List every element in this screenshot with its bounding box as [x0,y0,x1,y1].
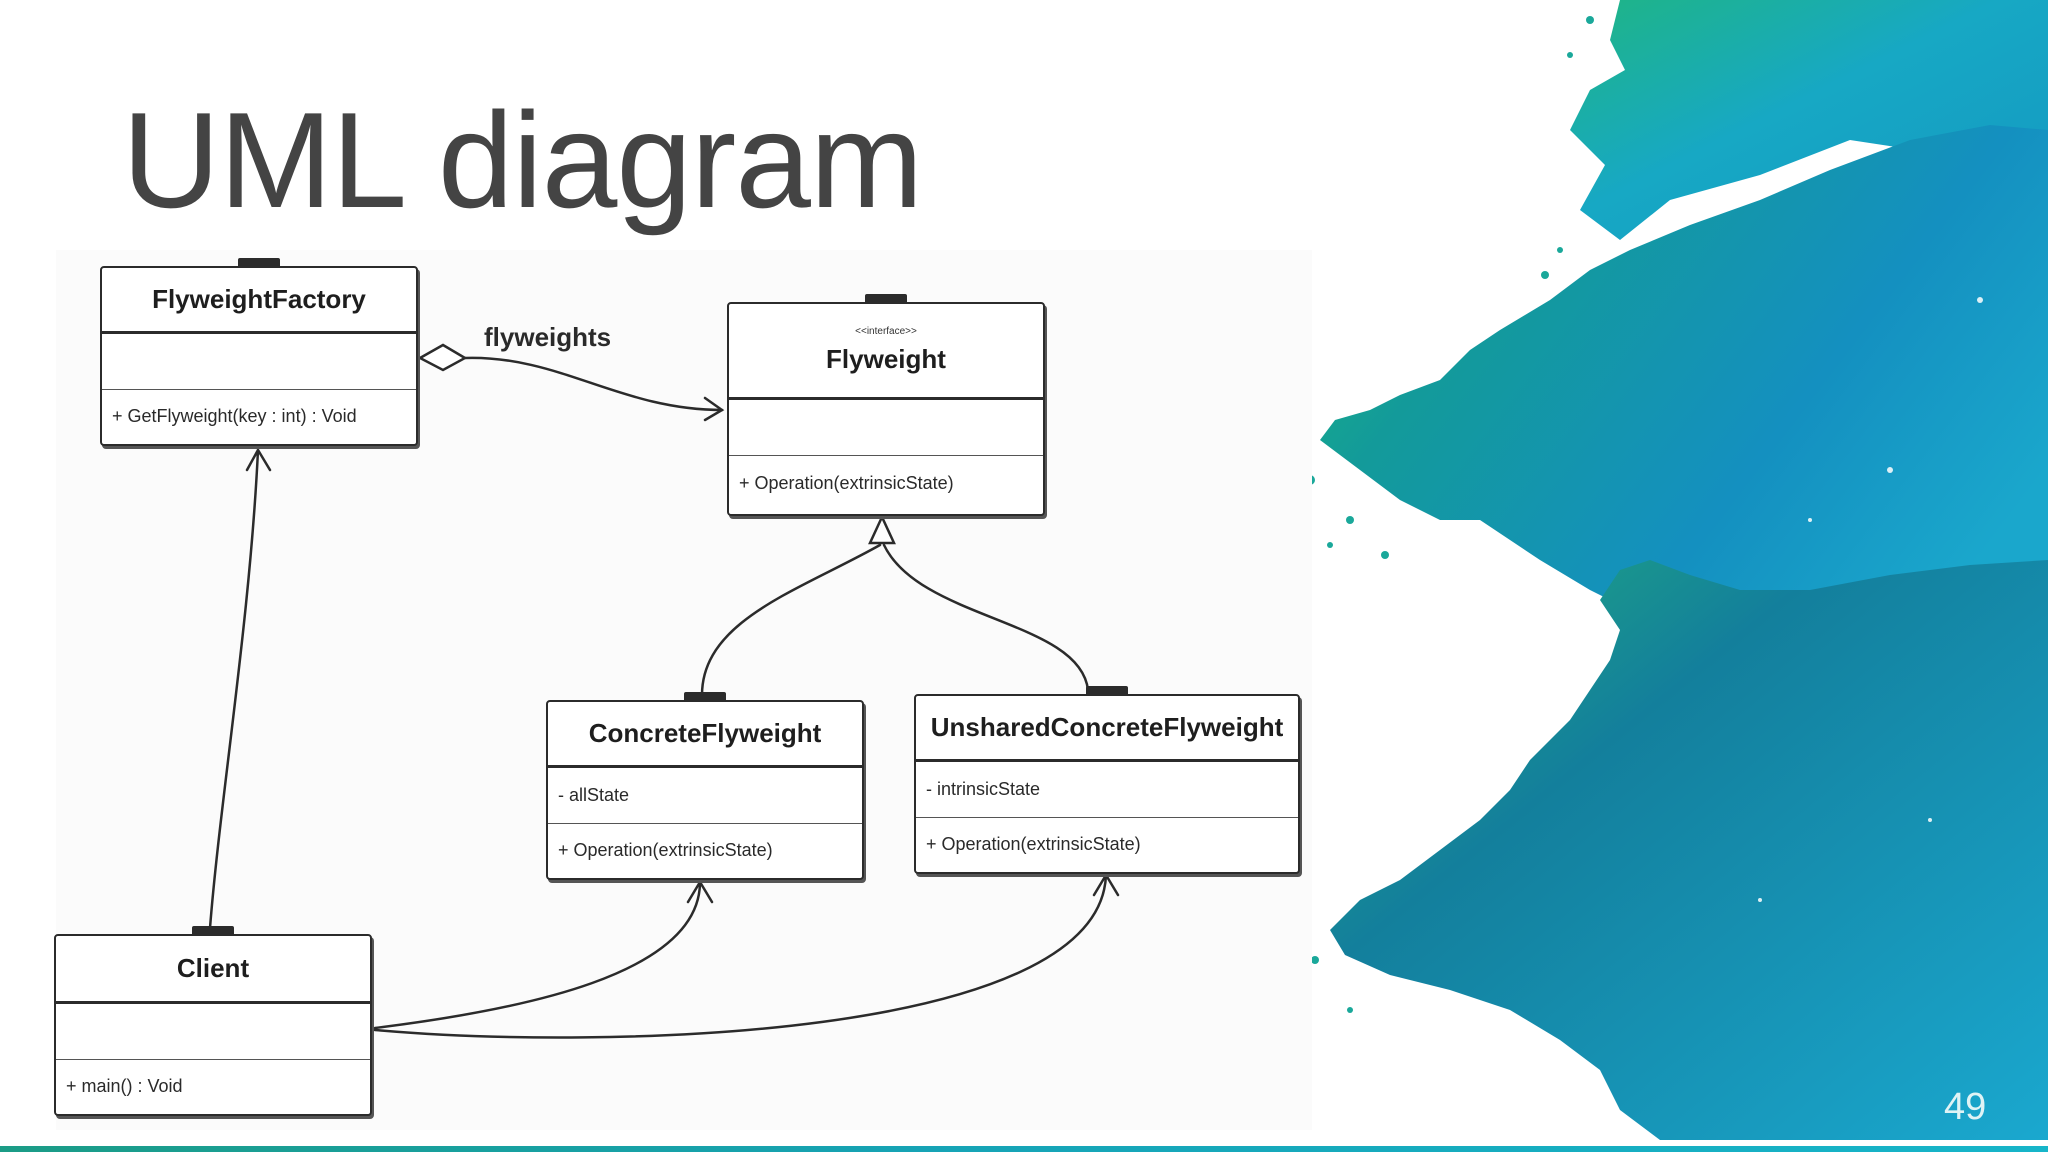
class-client: Client + main() : Void [54,926,372,1116]
class-operations: + main() : Void [56,1060,370,1112]
class-stereotype: <<interface>> [855,326,917,337]
paint-splash-decoration [1295,0,2048,1140]
class-header: <<interface>> Flyweight [729,304,1043,400]
class-operation: + Operation(extrinsicState) [926,833,1141,854]
class-attributes [102,334,416,390]
class-operation: + main() : Void [66,1075,183,1096]
realization-triangle [868,514,896,545]
dependency-arrowhead-factory [245,447,272,472]
dependency-line-unshared [373,873,1108,1039]
class-operation: + Operation(extrinsicState) [739,472,954,493]
class-operations: + Operation(extrinsicState) [729,456,1043,510]
aggregation-diamond [417,343,468,372]
class-unshared-concrete-flyweight: UnsharedConcreteFlyweight - intrinsicSta… [914,686,1300,874]
class-flyweight: <<interface>> Flyweight + Operation(extr… [727,294,1045,516]
class-operation: + GetFlyweight(key : int) : Void [112,405,357,426]
class-operations: + Operation(extrinsicState) [548,824,862,876]
class-operations: + Operation(extrinsicState) [916,818,1298,870]
bottom-accent-bar [0,1146,2048,1152]
class-name: Client [176,953,250,983]
class-name: ConcreteFlyweight [588,718,822,748]
class-tab [865,294,907,304]
class-tab [1086,686,1128,696]
realization-line-concrete [700,543,882,697]
class-attributes [56,1004,370,1060]
aggregation-line [463,356,724,412]
class-flyweight-factory: FlyweightFactory + GetFlyweight(key : in… [100,258,418,446]
class-header: ConcreteFlyweight [548,702,862,768]
dependency-arrowhead-unshared [1092,872,1120,897]
class-operations: + GetFlyweight(key : int) : Void [102,390,416,442]
realization-line-unshared [882,543,1090,692]
class-operation: + Operation(extrinsicState) [558,839,773,860]
class-tab [192,926,234,936]
class-tab [684,692,726,702]
class-tab [238,258,280,268]
class-attributes: - intrinsicState [916,762,1298,818]
dependency-line-concrete [373,880,702,1030]
class-attributes: - allState [548,768,862,824]
aggregation-arrowhead [703,396,725,422]
association-label: flyweights [484,322,612,352]
class-header: Client [56,936,370,1004]
class-attributes [729,400,1043,456]
class-attribute: - allState [558,785,630,805]
class-attribute: - intrinsicState [926,779,1041,799]
dependency-line-factory [208,448,260,930]
slide-title: UML diagram [122,84,923,236]
class-name: FlyweightFactory [152,284,366,314]
dependency-arrowhead-concrete [686,879,714,904]
class-header: UnsharedConcreteFlyweight [916,696,1298,762]
class-header: FlyweightFactory [102,268,416,334]
class-concrete-flyweight: ConcreteFlyweight - allState + Operation… [546,692,864,880]
class-name: UnsharedConcreteFlyweight [930,712,1284,742]
page-number: 49 [1944,1086,1987,1128]
class-name: Flyweight [826,344,946,374]
